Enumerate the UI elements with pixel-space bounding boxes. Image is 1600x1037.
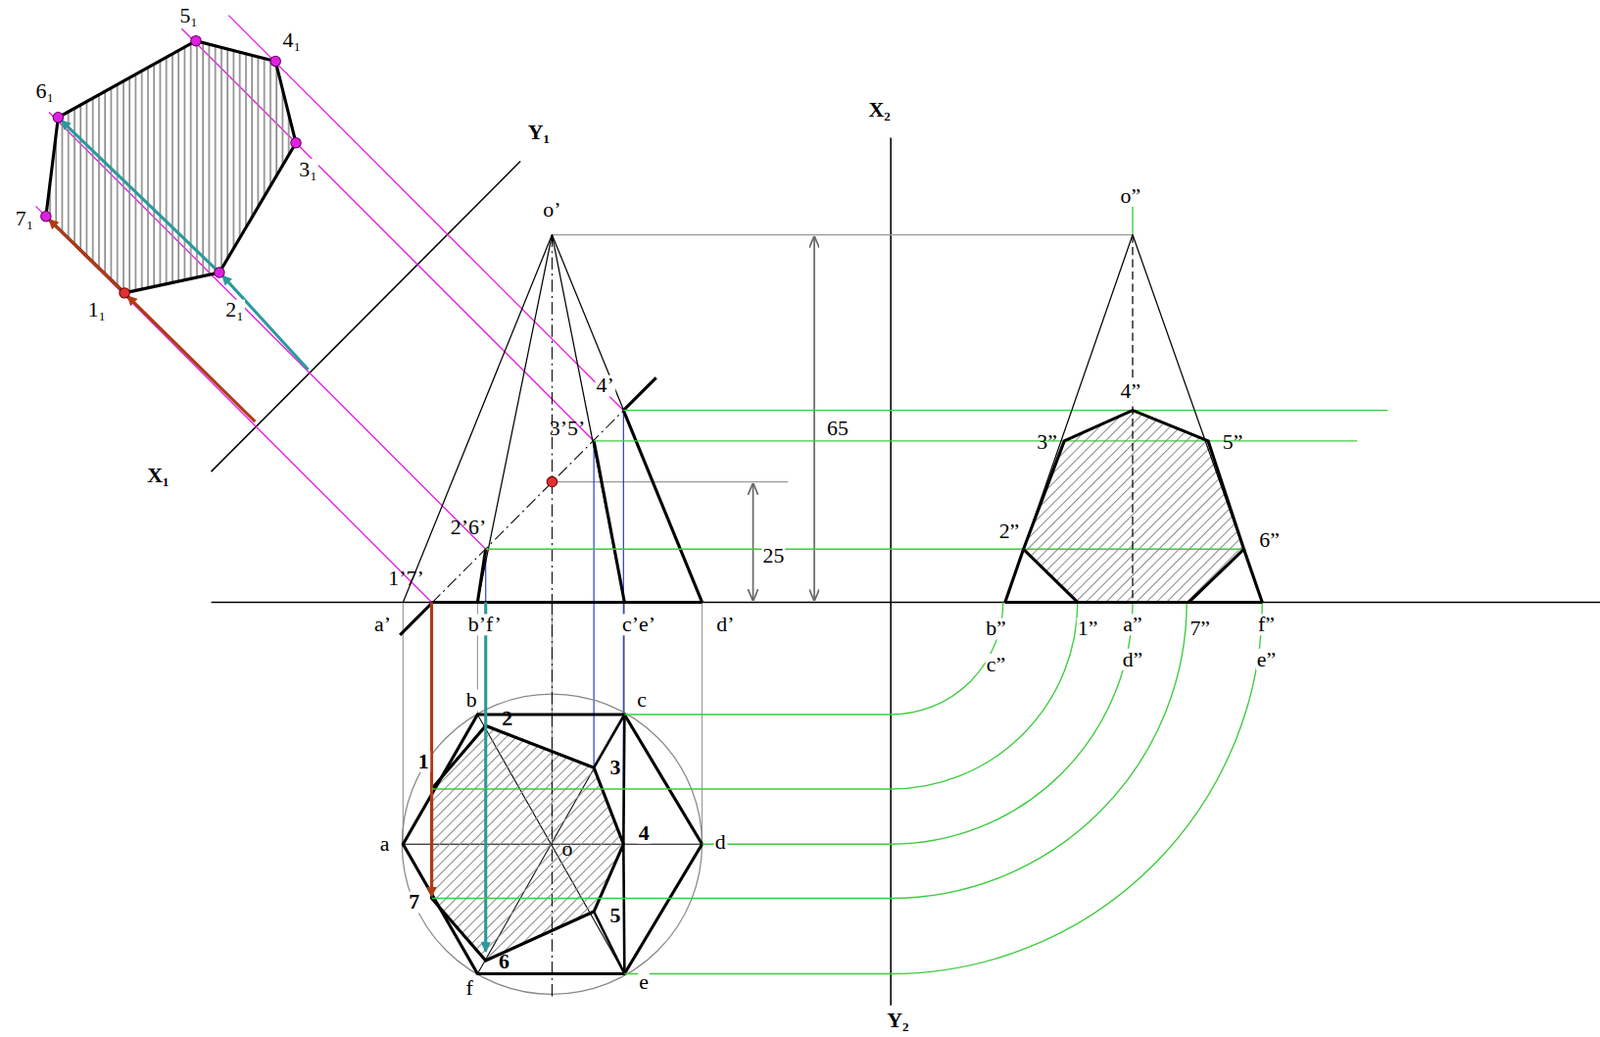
view-label: 25	[761, 545, 785, 568]
view-label: o’	[541, 199, 562, 222]
view-label: 3	[608, 756, 622, 778]
view-label: 3₁	[297, 158, 319, 181]
view-label: X₂	[868, 99, 892, 122]
view-label: 5₁	[178, 5, 199, 28]
view-label: 6₁	[34, 81, 55, 103]
view-label: 4	[637, 822, 651, 844]
view-label: 1	[417, 750, 431, 773]
view-label: d	[714, 830, 728, 853]
view-label: Y₂	[885, 1010, 910, 1032]
view-label: 6”	[1258, 529, 1281, 551]
view-label: 7	[407, 891, 421, 914]
view-label: 2	[500, 707, 514, 729]
view-label: c”	[985, 653, 1008, 676]
view-label: 4₁	[282, 30, 303, 52]
view-label: 4”	[1119, 380, 1143, 402]
view-label: e”	[1256, 648, 1278, 671]
view-label: a	[379, 832, 391, 855]
view-label: c’e’	[621, 613, 657, 635]
view-label: X₁	[145, 464, 170, 486]
view-label: 1₁	[87, 299, 108, 322]
view-label: 5”	[1221, 431, 1245, 453]
view-label: o	[561, 838, 575, 861]
view-label: f”	[1257, 613, 1276, 635]
view-label: a’	[373, 613, 392, 635]
view-label: a”	[1121, 613, 1144, 635]
view-label: 4’	[594, 375, 615, 397]
view-label: 3’5’	[548, 417, 587, 439]
view-label: 2’6’	[449, 516, 488, 538]
view-label: 7”	[1188, 618, 1212, 640]
view-label: f	[464, 976, 474, 999]
view-label: o”	[1119, 185, 1143, 207]
view-label: d”	[1121, 648, 1145, 671]
view-label: b	[465, 688, 479, 711]
view-label: 5	[608, 904, 622, 926]
view-label: 2₁	[224, 299, 245, 322]
view-label: Y₁	[527, 121, 551, 144]
view-label: 1’7’	[387, 568, 426, 590]
view-label: 3”	[1035, 431, 1059, 453]
view-label: c	[635, 688, 648, 711]
view-label: b”	[984, 618, 1008, 640]
view-label: 7₁	[14, 207, 36, 230]
view-label: 2”	[998, 521, 1021, 543]
view-label: b’f’	[467, 613, 503, 635]
view-label: 6	[497, 950, 511, 972]
view-label: 1”	[1076, 618, 1100, 640]
view-label: 65	[825, 417, 850, 439]
view-label: e	[637, 970, 650, 993]
view-label: d’	[715, 613, 735, 635]
